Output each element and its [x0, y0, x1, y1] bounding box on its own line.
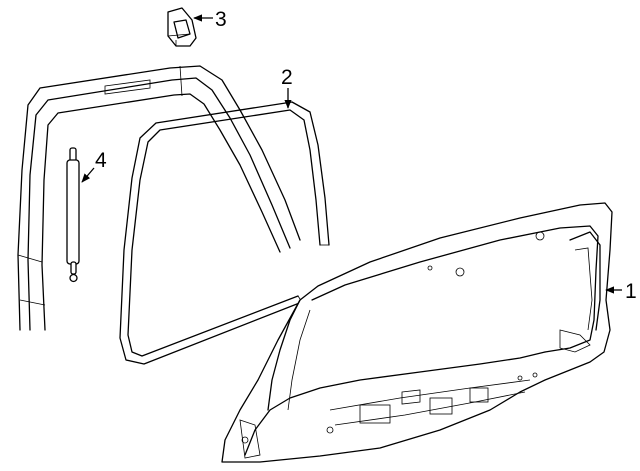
- callout-label-1: 1: [625, 280, 637, 303]
- liftgate-part: [221, 202, 613, 463]
- strut-part: [66, 147, 80, 283]
- callout-label-4: 4: [95, 149, 107, 172]
- callout-label-3: 3: [215, 8, 227, 31]
- callout-leader-4: [81, 167, 95, 183]
- body-opening-frame: [17, 65, 301, 331]
- hinge-part: [167, 7, 197, 47]
- weatherstrip-part: [119, 101, 330, 365]
- callout-label-2: 2: [281, 66, 293, 89]
